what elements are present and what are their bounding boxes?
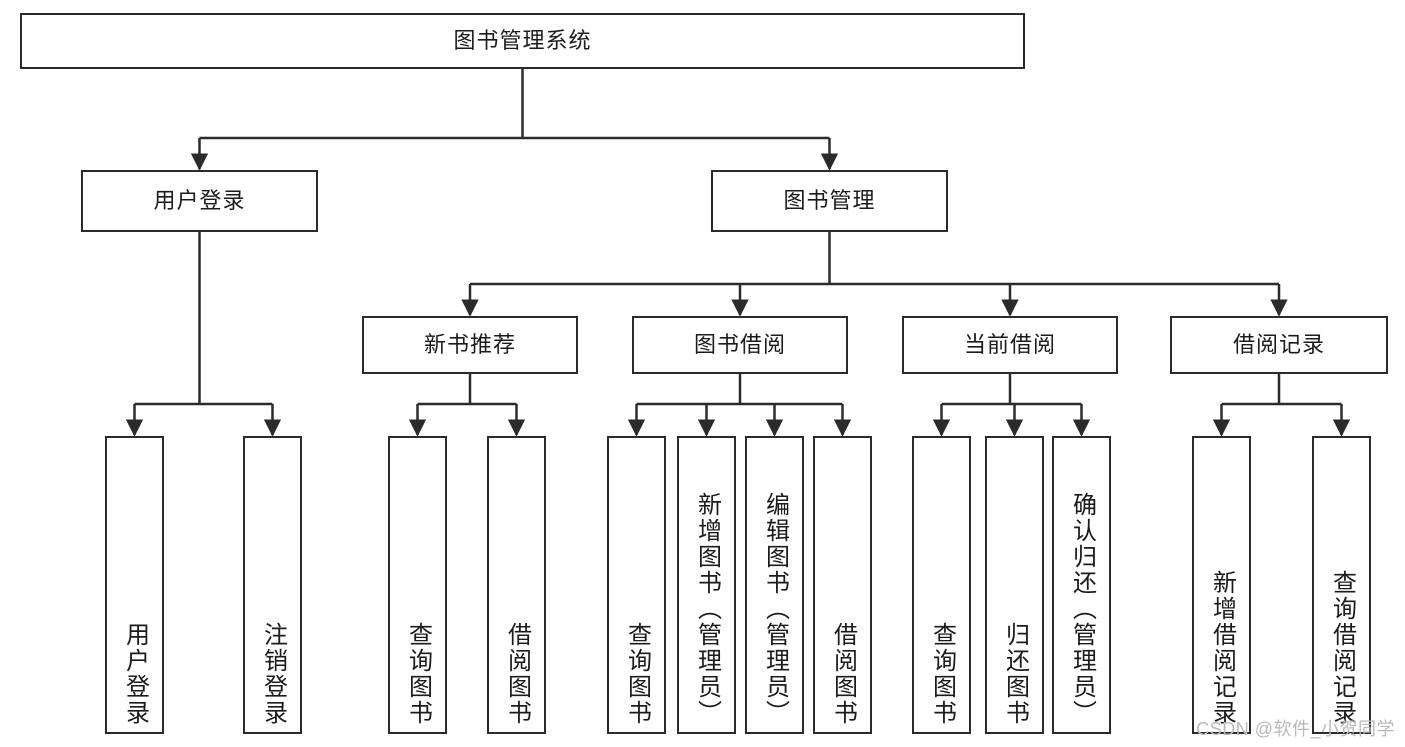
node-leaf-edit-book-admin-label: 编辑图书（管理员）	[761, 492, 789, 726]
node-leaf-return-book-label: 归还图书	[1001, 622, 1029, 726]
node-borrow-record-label: 借阅记录	[1232, 332, 1325, 357]
node-leaf-return-book[interactable]: 归还图书	[985, 436, 1044, 734]
node-leaf-query-book-3[interactable]: 查询图书	[912, 436, 971, 734]
node-user-login[interactable]: 用户登录	[81, 170, 318, 232]
node-leaf-user-login[interactable]: 用户登录	[105, 436, 164, 734]
node-leaf-logout-login-label: 注销登录	[259, 622, 287, 726]
node-leaf-borrow-book-2[interactable]: 借阅图书	[813, 436, 872, 734]
node-leaf-logout-login[interactable]: 注销登录	[243, 436, 302, 734]
node-root-label: 图书管理系统	[453, 28, 592, 53]
node-new-book-recommend[interactable]: 新书推荐	[362, 316, 578, 374]
node-leaf-query-book-2[interactable]: 查询图书	[607, 436, 666, 734]
watermark: CSDN @软件_小贺同学	[1196, 719, 1395, 739]
node-leaf-user-login-label: 用户登录	[121, 622, 149, 726]
node-leaf-borrow-book-2-label: 借阅图书	[829, 622, 857, 726]
node-current-borrow-label: 当前借阅	[963, 332, 1056, 357]
node-book-borrow[interactable]: 图书借阅	[632, 316, 848, 374]
node-leaf-confirm-return[interactable]: 确认归还（管理员）	[1052, 436, 1111, 734]
node-current-borrow[interactable]: 当前借阅	[902, 316, 1118, 374]
node-leaf-query-book-1[interactable]: 查询图书	[388, 436, 447, 734]
node-new-book-recommend-label: 新书推荐	[423, 332, 516, 357]
node-root[interactable]: 图书管理系统	[20, 13, 1025, 69]
node-book-borrow-label: 图书借阅	[693, 332, 786, 357]
node-leaf-query-record[interactable]: 查询借阅记录	[1312, 436, 1371, 734]
node-leaf-query-book-1-label: 查询图书	[404, 622, 432, 726]
node-leaf-edit-book-admin[interactable]: 编辑图书（管理员）	[745, 436, 804, 734]
node-book-manage[interactable]: 图书管理	[711, 170, 948, 232]
node-leaf-confirm-return-label: 确认归还（管理员）	[1068, 492, 1096, 726]
node-leaf-query-record-label: 查询借阅记录	[1328, 570, 1356, 726]
node-user-login-label: 用户登录	[153, 188, 246, 213]
node-borrow-record[interactable]: 借阅记录	[1170, 316, 1388, 374]
node-leaf-query-book-2-label: 查询图书	[623, 622, 651, 726]
node-leaf-add-book-admin[interactable]: 新增图书（管理员）	[677, 436, 736, 734]
node-leaf-add-record-label: 新增借阅记录	[1208, 570, 1236, 726]
node-book-manage-label: 图书管理	[783, 188, 876, 213]
node-leaf-query-book-3-label: 查询图书	[928, 622, 956, 726]
node-leaf-add-record[interactable]: 新增借阅记录	[1192, 436, 1251, 734]
node-leaf-borrow-book-1[interactable]: 借阅图书	[487, 436, 546, 734]
node-leaf-borrow-book-1-label: 借阅图书	[503, 622, 531, 726]
node-leaf-add-book-admin-label: 新增图书（管理员）	[693, 492, 721, 726]
